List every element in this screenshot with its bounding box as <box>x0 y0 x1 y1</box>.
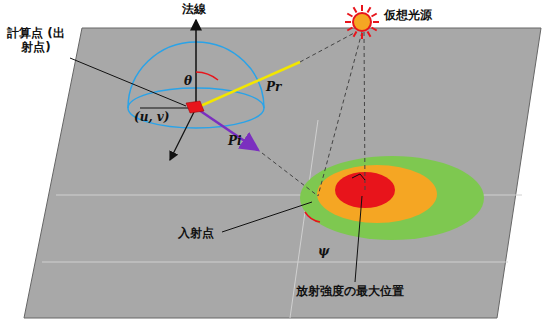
dashed-line <box>300 32 356 62</box>
axis-label: 法線 <box>182 2 206 16</box>
angle-arc <box>305 212 320 222</box>
intensity-zone <box>317 165 437 223</box>
light-source <box>345 5 379 39</box>
light-source-label: 仮想光源 <box>384 8 432 22</box>
point-label: 入射点 <box>178 226 214 240</box>
dashed-line <box>262 153 318 196</box>
dashed-line <box>318 32 362 196</box>
axis <box>170 108 196 160</box>
leader-line <box>70 58 362 282</box>
angle-symbol: ψ <box>318 244 329 258</box>
vector-label: Pi <box>228 134 242 148</box>
position-label: 放射強度の最大位置 <box>296 284 404 298</box>
angle-arc <box>196 72 218 80</box>
intensity-zone <box>300 156 484 240</box>
normal-arrow <box>195 20 197 108</box>
plane <box>24 28 541 318</box>
computation-point <box>186 101 204 113</box>
exit-ray <box>196 62 300 108</box>
coordinate-label: (u, v) <box>134 110 169 124</box>
angle-symbol: θ <box>184 74 192 88</box>
right-angle-mark <box>352 174 365 180</box>
dashed-line <box>364 32 365 190</box>
plane-grid <box>42 120 522 318</box>
point-label: 計算点 (出射点) <box>6 26 66 55</box>
incident-ray <box>196 108 258 150</box>
vector-label: Pr <box>266 80 281 94</box>
